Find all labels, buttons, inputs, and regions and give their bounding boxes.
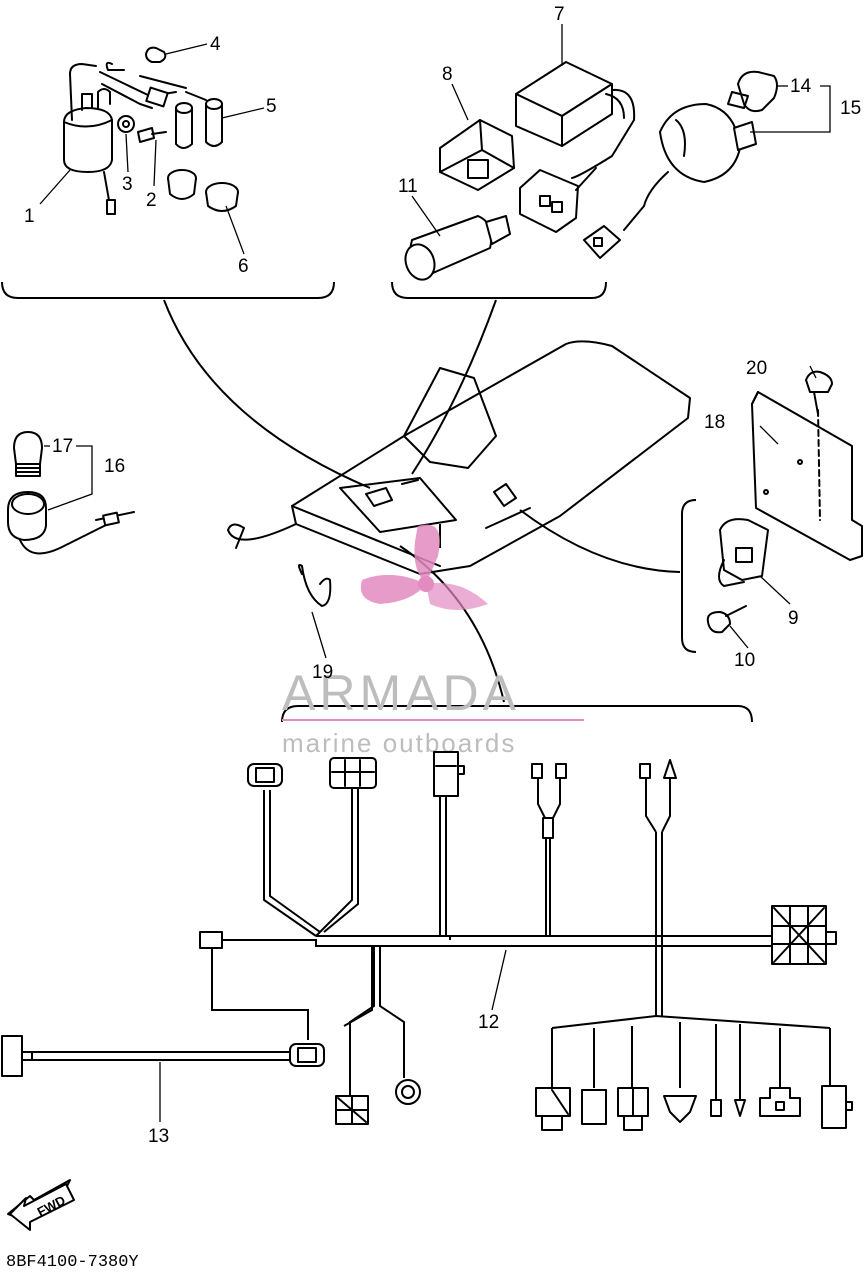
bottom-cowling <box>227 340 691 575</box>
callout-20: 20 <box>746 358 767 379</box>
callout-15: 15 <box>840 98 861 119</box>
wire-harness-12 <box>199 751 853 1131</box>
bolt-20 <box>805 370 833 415</box>
callout-5: 5 <box>266 96 277 117</box>
callout-17: 17 <box>52 436 73 457</box>
callout-1: 1 <box>24 206 35 227</box>
fwd-arrow-badge: FWD <box>7 1179 75 1231</box>
starter-relay-connector <box>519 167 597 233</box>
indicator-lamp-16 <box>7 491 135 555</box>
callout-14: 14 <box>790 76 812 97</box>
wire-lead-13 <box>1 1035 325 1077</box>
screw-2 <box>137 127 167 143</box>
plate-18 <box>751 391 863 561</box>
band-19 <box>298 564 332 607</box>
indicator-bulb-17 <box>13 431 43 477</box>
callout-12: 12 <box>478 1012 499 1033</box>
callout-2: 2 <box>146 190 157 211</box>
voltage-regulator-9 <box>718 518 769 587</box>
group-bracket-ignition <box>1 281 335 299</box>
watermark-brand: ARMADA <box>282 665 520 721</box>
grommet-6 <box>167 169 239 212</box>
spark-plug-cap <box>105 61 223 149</box>
callout-9: 9 <box>788 608 799 629</box>
main-switch-15 <box>583 103 757 259</box>
group-bracket-voltage-regulator <box>681 499 697 653</box>
armada-logo <box>360 524 488 610</box>
relay-bracket-8 <box>439 119 515 191</box>
cdi-unit-7 <box>515 61 636 179</box>
callout-13: 13 <box>148 1126 169 1147</box>
callout-10: 10 <box>734 650 755 671</box>
callout-11: 11 <box>398 176 418 197</box>
key-14 <box>727 70 778 113</box>
callout-18: 18 <box>704 412 725 433</box>
starter-relay-11 <box>404 215 511 281</box>
callout-4: 4 <box>210 34 221 55</box>
callout-7: 7 <box>554 4 565 25</box>
diagram-code: 8BF4100-7380Y <box>6 1253 139 1272</box>
high-tension-cord <box>99 71 177 109</box>
callout-6: 6 <box>238 256 249 277</box>
group-bracket-relay <box>391 281 607 299</box>
watermark-tagline: marine outboards <box>282 728 516 758</box>
ignition-coil <box>63 63 116 215</box>
callout-3: 3 <box>122 174 133 195</box>
terminal-4 <box>145 46 167 63</box>
callout-8: 8 <box>442 64 453 85</box>
group-bracket-harness <box>281 705 753 723</box>
callout-16: 16 <box>104 456 125 477</box>
bolt-10 <box>706 605 747 634</box>
callout-19: 19 <box>312 662 333 683</box>
washer-3 <box>117 115 135 133</box>
